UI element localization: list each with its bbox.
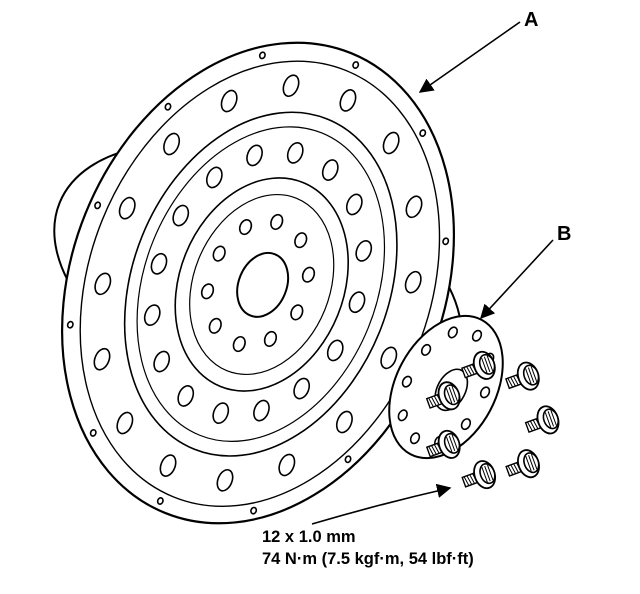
rim-hole: [442, 237, 450, 246]
bolt-size-text: 12 x 1.0 mm: [262, 528, 356, 546]
inner-hole: [263, 330, 278, 347]
outer-hole: [216, 468, 234, 492]
inner-hole: [212, 245, 226, 262]
drive-plate-outer-holes: [93, 74, 423, 492]
rim-hole: [156, 497, 164, 505]
bolt-set: [425, 350, 560, 490]
plate-hole: [409, 432, 421, 445]
outer-hole: [380, 346, 398, 370]
drive-plate-middle-holes: [143, 141, 373, 425]
outer-hole: [335, 410, 353, 434]
middle-hole: [321, 159, 339, 181]
rim-hole: [94, 201, 102, 210]
callout-b-arrow: [480, 239, 554, 320]
callout-a-arrow: [418, 21, 521, 93]
outer-hole: [163, 132, 181, 156]
outer-hole: [339, 89, 357, 112]
flange-bolt: [524, 405, 560, 435]
outer-hole: [282, 74, 300, 98]
rim-hole: [352, 61, 360, 69]
inner-hole: [208, 317, 222, 334]
middle-hole: [246, 144, 263, 167]
callout-a-label: A: [524, 9, 539, 31]
middle-hole: [326, 339, 344, 362]
middle-hole: [150, 252, 168, 275]
middle-hole: [355, 239, 373, 262]
plate-hole: [471, 329, 483, 342]
flange-bolt: [505, 361, 540, 391]
middle-hole: [153, 350, 171, 373]
flange-bolt: [425, 429, 461, 459]
outer-hole: [220, 89, 238, 113]
inner-hole: [294, 232, 308, 249]
rim-hole: [250, 506, 258, 515]
plate-hole: [460, 418, 472, 431]
rim-hole: [89, 428, 97, 437]
inner-hole: [200, 283, 215, 300]
flange-bolt: [425, 381, 461, 411]
backing-plate-holes: [397, 326, 495, 448]
torque-value-text: 74 N·m (7.5 kgf·m, 54 lbf·ft): [262, 550, 474, 568]
inner-hole: [301, 266, 316, 283]
middle-hole: [205, 166, 223, 189]
middle-hole: [212, 402, 230, 425]
plate-hole: [420, 343, 432, 356]
plate-hole: [447, 326, 459, 339]
torque-spec: 12 x 1.0 mm 74 N·m (7.5 kgf·m, 54 lbf·ft…: [262, 526, 474, 570]
drive-plate-inner-holes: [200, 213, 316, 353]
outer-hole: [405, 195, 423, 219]
outer-hole: [116, 411, 134, 435]
middle-hole: [253, 399, 270, 422]
spec-leader-arrow: [311, 483, 452, 525]
rim-hole: [344, 455, 352, 464]
outer-hole: [94, 272, 112, 296]
inner-hole: [270, 213, 284, 231]
rim-hole: [66, 320, 74, 329]
middle-hole: [293, 377, 311, 400]
rim-hole: [419, 129, 427, 138]
outer-hole: [382, 131, 400, 155]
outer-hole: [118, 196, 136, 220]
plate-hole: [397, 409, 408, 422]
outer-hole: [159, 454, 177, 477]
outer-hole: [93, 347, 111, 371]
callout-b-label: B: [557, 223, 572, 245]
drive-plate: [53, 41, 463, 525]
drive-plate-outer-rim: [61, 41, 455, 525]
middle-hole: [345, 193, 363, 216]
outer-hole: [278, 453, 296, 477]
plate-hole: [401, 375, 413, 388]
backing-plate-center-hole: [434, 368, 469, 412]
inner-hole: [238, 219, 253, 236]
inner-hole: [232, 335, 246, 353]
inner-hole: [290, 304, 304, 321]
rim-hole: [164, 102, 172, 111]
flange-bolt: [461, 460, 497, 490]
outer-hole: [404, 270, 422, 294]
middle-hole: [348, 291, 366, 314]
middle-hole: [286, 141, 304, 164]
rim-hole: [258, 51, 266, 60]
flange-bolt: [505, 449, 540, 479]
plate-hole: [479, 386, 491, 399]
middle-hole: [177, 385, 195, 407]
drive-plate-center-hole: [236, 251, 290, 318]
middle-hole: [172, 204, 190, 227]
flange-bolt: [461, 350, 496, 380]
middle-hole: [143, 304, 161, 327]
